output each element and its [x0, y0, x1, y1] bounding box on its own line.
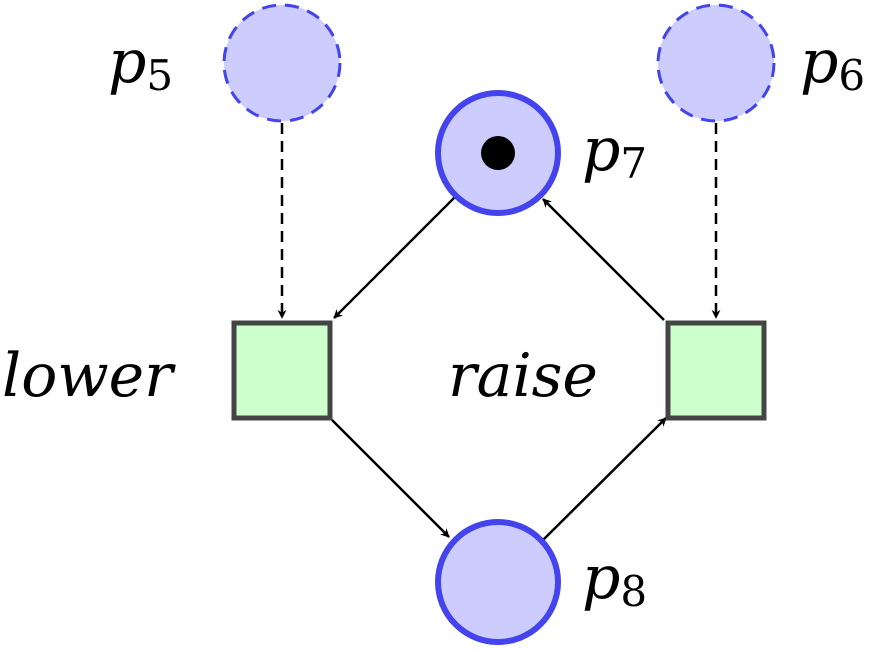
place-p6[interactable]: [656, 3, 776, 123]
arc-raise-p7: [542, 198, 665, 321]
label-p5: p5: [108, 27, 173, 100]
transition-raise[interactable]: [665, 320, 767, 421]
place-p5[interactable]: [222, 3, 342, 123]
transition-lower[interactable]: [231, 320, 333, 421]
arc-p8-raise: [542, 417, 667, 541]
arc-lower-p8: [331, 419, 450, 538]
place-p8[interactable]: [435, 519, 561, 645]
arc-p7-lower: [333, 195, 457, 319]
label-raise: raise: [448, 341, 598, 411]
label-p7: p7: [582, 115, 647, 188]
label-p6: p6: [800, 27, 865, 100]
label-lower: lower: [2, 341, 176, 411]
label-p8: p8: [582, 543, 647, 616]
token-p7: [481, 136, 515, 170]
